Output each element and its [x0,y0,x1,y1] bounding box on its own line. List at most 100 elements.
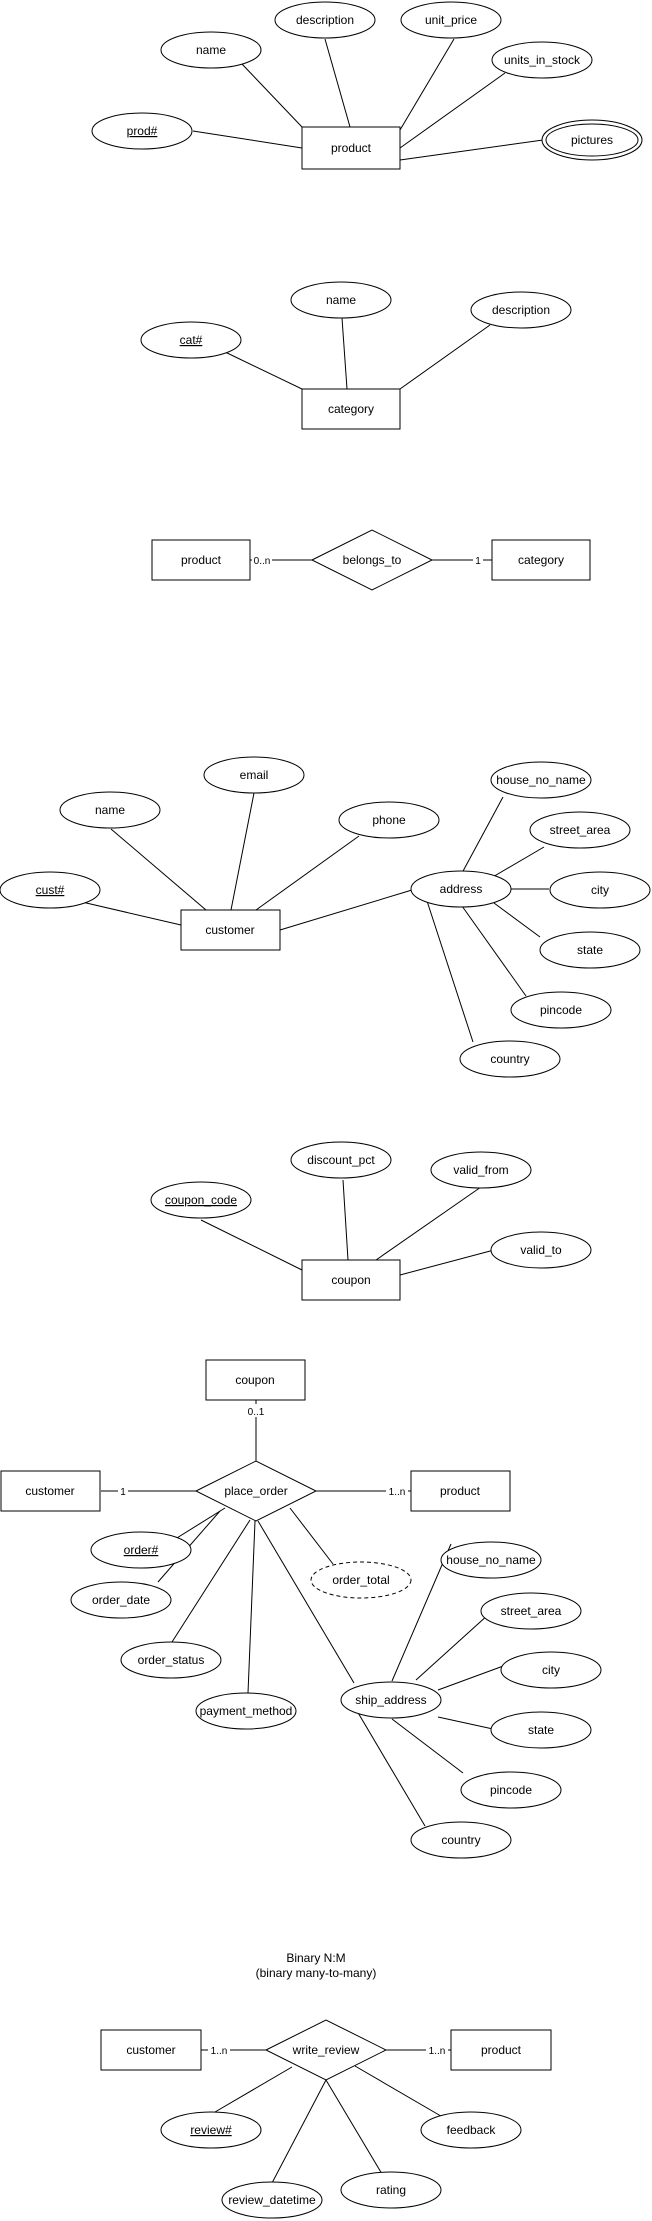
order-key-attribute[interactable] [90,1531,192,1569]
address-country-attribute[interactable] [459,1040,561,1078]
coupon-code-key-attribute[interactable] [150,1181,252,1219]
coupon-entity-ref-label: coupon [235,1373,274,1387]
address-house-attribute[interactable] [490,761,592,799]
category-description-label: description [492,303,550,317]
customer-entity-ref[interactable] [0,1470,101,1512]
address-city-attribute[interactable] [549,871,651,909]
belongs-to-label: belongs_to [343,553,402,567]
feedback-attribute[interactable] [420,2111,522,2149]
feedback-label: feedback [447,2123,497,2137]
address-pincode-label: pincode [540,1003,582,1017]
review-datetime-attribute[interactable] [221,2181,323,2219]
cat-key-label: cat# [180,333,203,347]
customer-email-attribute[interactable] [203,756,305,794]
address-state-attribute[interactable] [539,931,641,969]
order-date-attribute[interactable] [70,1581,172,1619]
place-order-relationship[interactable] [194,1460,318,1522]
place-order-card-product-bg [386,1485,408,1498]
order-date-label: order_date [92,1593,150,1607]
product-name-label: name [196,43,226,57]
category-name-attribute[interactable] [290,281,392,319]
valid-from-attribute[interactable] [430,1151,532,1189]
coupon-entity-label: coupon [331,1273,370,1287]
rating-label: rating [376,2183,406,2197]
product-entity-ref-3-label: product [481,2043,522,2057]
ship-address-composite-attribute[interactable] [340,1681,442,1719]
category-description-attribute[interactable] [470,291,572,329]
belongs-to-card-left: 0..n [254,556,271,567]
unit-price-label: unit_price [425,13,477,27]
product-entity-ref-3[interactable] [450,2029,552,2071]
address-composite-attribute[interactable] [410,870,512,908]
unit-price-attribute[interactable] [400,1,502,39]
coupon-entity-group: coupon coupon_code discount_pct valid_fr… [150,1141,592,1301]
write-review-relationship[interactable] [264,2019,388,2081]
coupon-entity[interactable] [301,1259,401,1301]
product-entity-ref-2-label: product [440,1484,481,1498]
valid-to-label: valid_to [520,1243,562,1257]
pictures-multivalued-attribute-inner [545,123,639,157]
place-order-label: place_order [224,1484,287,1498]
category-entity-ref[interactable] [491,539,591,581]
product-entity[interactable] [301,126,401,170]
ship-state-attribute[interactable] [490,1711,592,1749]
payment-method-attribute[interactable] [195,1692,297,1730]
units-in-stock-label: units_in_stock [504,53,581,67]
coupon-code-key-label: coupon_code [165,1193,237,1207]
payment-method-label: payment_method [200,1704,293,1718]
address-state-label: state [577,943,603,957]
category-entity-ref-label: category [518,553,564,567]
write-review-card-left: 1..n [211,2046,228,2057]
place-order-card-product: 1..n [389,1487,406,1498]
cust-key-label: cust# [36,883,65,897]
belongs-to-relationship[interactable] [310,529,434,591]
product-entity-ref-label: product [181,553,222,567]
belongs-to-group: product belongs_to category 0..n 1 [151,529,591,591]
customer-phone-label: phone [372,813,406,827]
ship-city-label: city [542,1663,560,1677]
customer-phone-attribute[interactable] [338,801,440,839]
valid-to-attribute[interactable] [490,1231,592,1269]
review-key-attribute[interactable] [160,2111,262,2149]
order-total-derived-attribute[interactable] [310,1561,412,1599]
cust-key-attribute[interactable] [0,871,101,909]
ship-street-label: street_area [501,1604,562,1618]
write-review-card-right-bg [426,2044,448,2057]
order-status-label: order_status [138,1653,205,1667]
product-entity-ref[interactable] [151,539,251,581]
customer-entity[interactable] [180,909,281,951]
ship-house-attribute[interactable] [440,1541,542,1579]
section-caption-line1: Binary N:M [286,1951,345,1965]
order-status-attribute[interactable] [120,1641,222,1679]
customer-entity-group: customer cust# name email phone address … [0,756,651,1078]
product-entity-label: product [331,141,372,155]
discount-pct-attribute[interactable] [290,1141,392,1179]
write-review-card-left-bg [208,2044,230,2057]
address-pincode-attribute[interactable] [510,991,612,1029]
product-entity-ref-2[interactable] [410,1470,511,1512]
category-entity[interactable] [301,388,401,430]
category-name-label: name [326,293,356,307]
ship-state-label: state [528,1723,554,1737]
address-street-attribute[interactable] [529,811,631,849]
product-description-attribute[interactable] [274,1,376,39]
prod-key-label: prod# [127,124,158,138]
units-in-stock-attribute[interactable] [491,41,593,79]
coupon-entity-ref[interactable] [205,1359,306,1401]
prod-key-attribute[interactable] [91,112,193,150]
belongs-to-card-left-bg [252,553,272,566]
ship-pincode-attribute[interactable] [460,1771,562,1809]
ship-city-attribute[interactable] [500,1651,602,1689]
rating-attribute[interactable] [340,2171,442,2209]
product-description-label: description [296,13,354,27]
product-name-attribute[interactable] [160,31,262,69]
customer-name-attribute[interactable] [59,791,161,829]
cat-key-attribute[interactable] [140,321,242,359]
customer-entity-ref-2[interactable] [100,2029,202,2071]
write-review-label: write_review [292,2043,360,2057]
ship-country-attribute[interactable] [410,1821,512,1859]
ship-street-attribute[interactable] [480,1592,582,1630]
product-entity-group: product prod# name description unit_pric… [91,1,643,170]
address-house-label: house_no_name [496,773,586,787]
